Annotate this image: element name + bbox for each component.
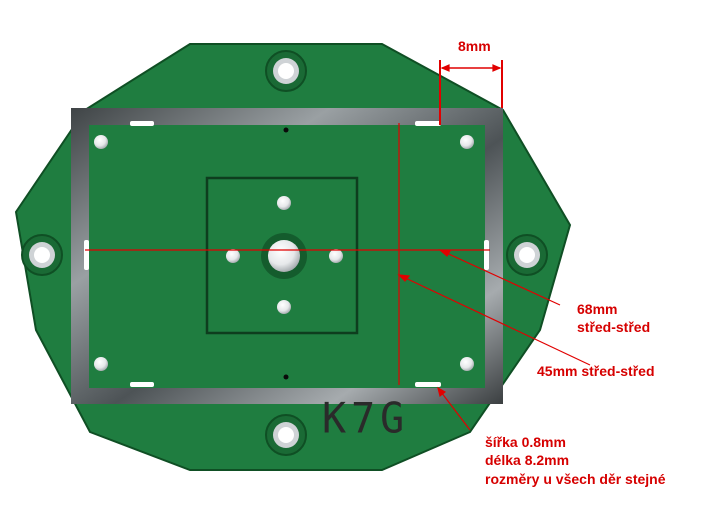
label-slot-note: rozměry u všech děr stejné	[485, 471, 666, 487]
slot-holes	[84, 121, 489, 387]
marker-dots	[283, 127, 289, 380]
label-slot-width: šířka 0.8mm	[485, 434, 566, 450]
mounting-holes	[21, 50, 548, 456]
label-68mm: 68mm	[577, 301, 618, 317]
silkscreen-text: K7G	[322, 394, 410, 444]
center-holes	[226, 196, 343, 314]
inner-square-outline	[205, 176, 359, 335]
label-8mm: 8mm	[458, 38, 491, 54]
annotation-lines	[85, 60, 591, 431]
corner-holes	[94, 135, 474, 371]
label-68mm-center: střed-střed	[577, 319, 651, 335]
label-45mm: 45mm střed-střed	[537, 363, 655, 379]
label-slot-length: délka 8.2mm	[485, 452, 570, 468]
